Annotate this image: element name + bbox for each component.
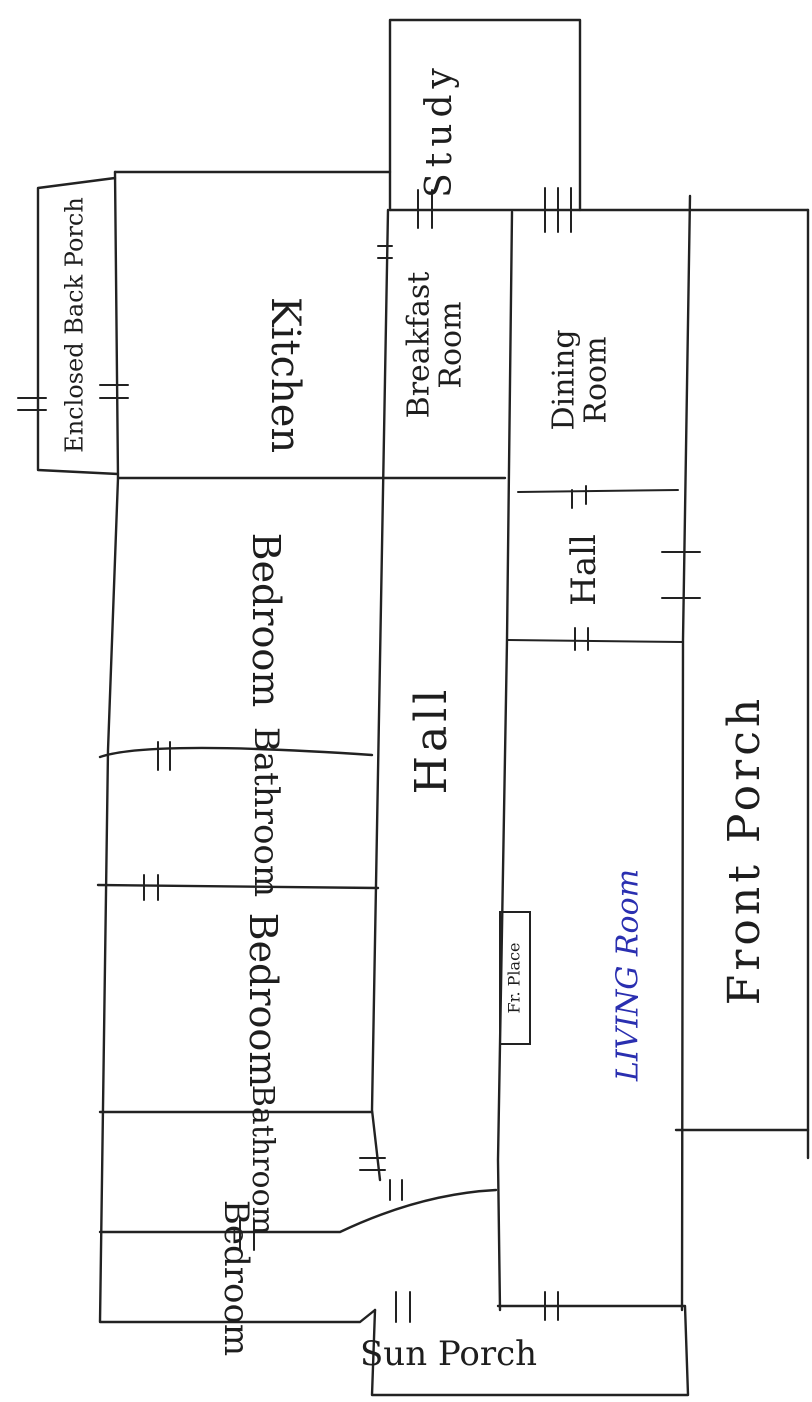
left-exterior-wall bbox=[98, 476, 377, 1324]
bathroom-1-label: Bathroom bbox=[245, 726, 286, 898]
breakfast-room-label: Breakfast Room bbox=[401, 271, 469, 419]
hall-main-label: Hall bbox=[405, 685, 457, 795]
enclosed-back-porch-label: Enclosed Back Porch bbox=[60, 197, 89, 453]
door-marks bbox=[17, 187, 701, 1323]
fireplace-label: Fr. Place bbox=[504, 942, 524, 1014]
sun-porch-label: Sun Porch bbox=[360, 1334, 538, 1375]
small-hall-bottom-wall bbox=[506, 639, 684, 643]
bathroom-2-bottom-wall bbox=[98, 1188, 498, 1234]
front-porch-left-wall bbox=[680, 194, 692, 1312]
sun-porch-walls bbox=[370, 1304, 690, 1397]
bathroom-1-bottom-wall bbox=[96, 883, 380, 890]
dining-hall-divider bbox=[517, 489, 679, 493]
hall-right-wall bbox=[496, 210, 514, 1312]
study-label: Study bbox=[419, 62, 461, 198]
dining-room-label: Dining Room bbox=[546, 329, 614, 431]
top-exterior-wall bbox=[113, 170, 810, 212]
back-porch-walls bbox=[36, 176, 120, 476]
bedroom-3-label: Bedroom bbox=[215, 1199, 256, 1357]
front-porch-label: Front Porch bbox=[718, 694, 770, 1006]
hall-left-wall bbox=[370, 208, 390, 1182]
bathroom-1-top-wall bbox=[98, 746, 374, 759]
bedroom-1-label: Bedroom bbox=[243, 532, 288, 708]
kitchen-label: Kitchen bbox=[262, 296, 308, 454]
bedroom-2-label: Bedroom bbox=[240, 912, 285, 1088]
fireplace-box bbox=[499, 911, 531, 1045]
hall-small-label: Hall bbox=[564, 534, 605, 606]
living-room-label: LIVING Room bbox=[610, 868, 646, 1082]
study-walls bbox=[388, 18, 582, 212]
